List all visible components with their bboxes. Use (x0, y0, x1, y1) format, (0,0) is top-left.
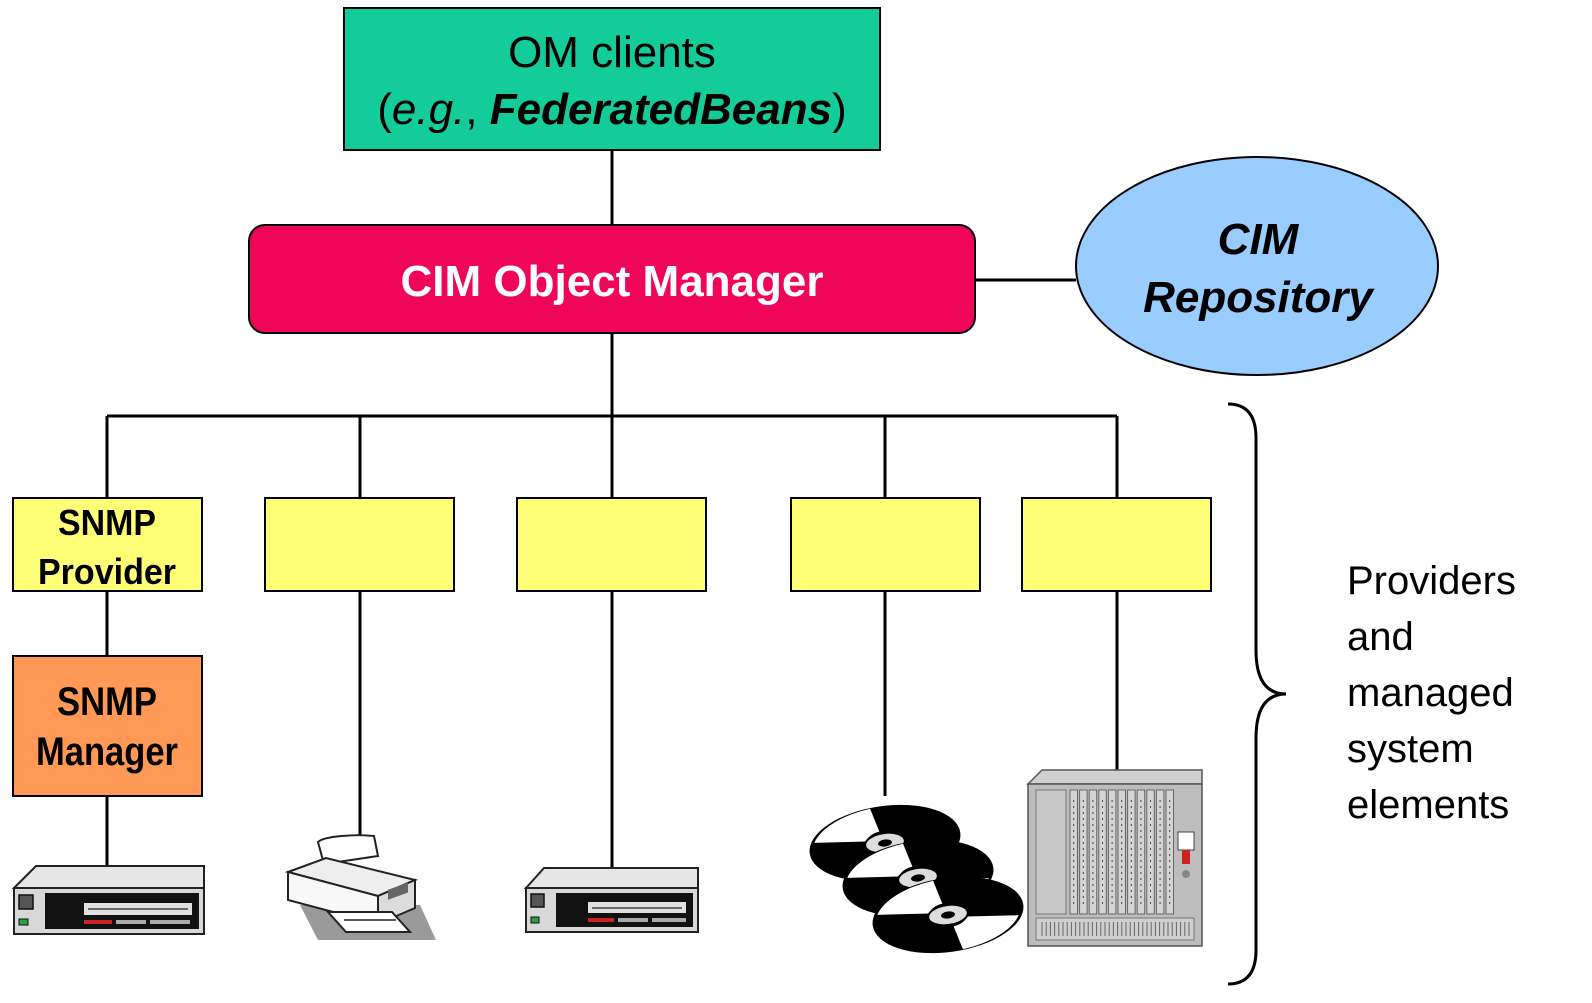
rack-slot (1136, 789, 1146, 915)
provider-rect-2 (264, 497, 455, 592)
cim-object-manager-rect (248, 224, 976, 334)
cim-repository-line2: Repository (1143, 273, 1375, 322)
brace-label-line-5: elements (1347, 783, 1509, 827)
rack-slot (1117, 789, 1126, 915)
printer-icon (284, 834, 436, 940)
desktop-icon (523, 867, 699, 933)
rack-slot (1146, 789, 1155, 915)
cim-object-manager-label: CIM Object Manager (401, 257, 824, 306)
rack-slot (1165, 789, 1174, 915)
rack-slot (1079, 789, 1088, 915)
brace-label-line-2: and (1347, 615, 1414, 659)
provider-rect-5 (1021, 497, 1212, 592)
om-clients-box: OM clients (e.g., FederatedBeans) (343, 7, 881, 151)
server-icon (11, 865, 205, 935)
provider-box-4 (790, 497, 981, 592)
connectors (105, 150, 1119, 868)
om-clients-title: OM clients (508, 28, 716, 77)
provider-rect-1 (12, 497, 203, 592)
om-clients-example: (e.g., FederatedBeans) (377, 85, 847, 134)
brace-label-line-4: system (1347, 727, 1474, 771)
snmp-manager-line1: SNMP (57, 680, 157, 724)
brace-label: Providers and managed system elements (1347, 559, 1516, 827)
cim-repository-shape (1075, 156, 1439, 376)
provider-1-line1: SNMP (58, 502, 156, 543)
rack-slot (1088, 789, 1098, 915)
provider-box-2 (264, 497, 455, 592)
provider-row: SNMP Provider (12, 497, 1212, 592)
om-clients-rect (343, 7, 881, 151)
rack-slot (1127, 789, 1136, 915)
rack-slot (1107, 789, 1117, 915)
snmp-manager-box: SNMP Manager (12, 655, 203, 797)
cim-repository-ellipse: CIM Repository (1075, 156, 1439, 376)
rack-slot (1069, 789, 1078, 915)
snmp-manager-line2: Manager (36, 730, 178, 774)
provider-1-line2: Provider (38, 551, 176, 592)
rack-slot (1098, 789, 1107, 915)
disks-icon (809, 804, 1024, 954)
rack-slot (1155, 789, 1165, 915)
provider-box-1: SNMP Provider (12, 497, 203, 592)
cim-object-manager-box: CIM Object Manager (248, 224, 976, 334)
cim-repository-line1: CIM (1218, 215, 1300, 264)
provider-box-3 (516, 497, 707, 592)
brace-label-line-1: Providers (1347, 559, 1516, 603)
snmp-manager-rect (12, 655, 203, 797)
brace-label-line-3: managed (1347, 671, 1514, 715)
provider-rect-4 (790, 497, 981, 592)
provider-box-5 (1021, 497, 1212, 592)
provider-rect-3 (516, 497, 707, 592)
rack-icon (1026, 769, 1203, 947)
brace (1227, 402, 1287, 986)
